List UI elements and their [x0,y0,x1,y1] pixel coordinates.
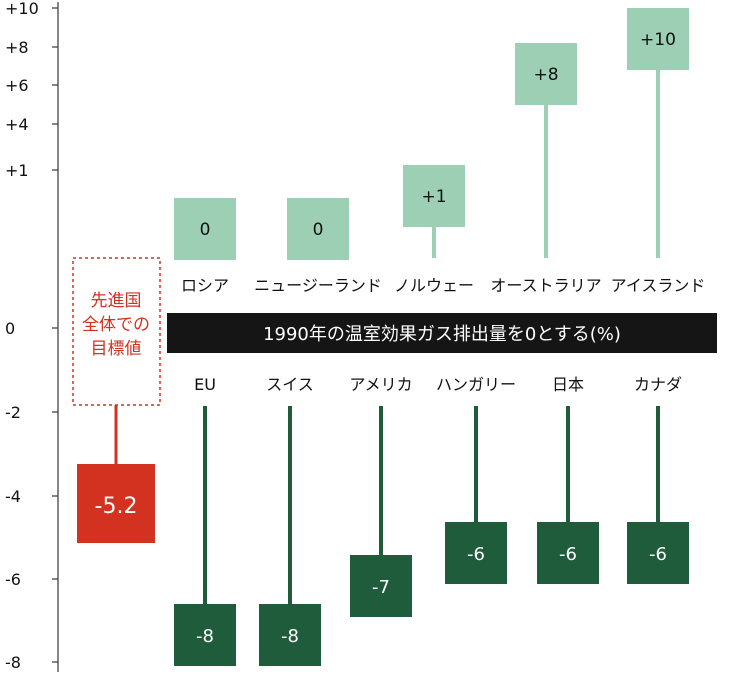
data-label: -6 [649,544,667,565]
y-tick-label: +4 [5,115,29,134]
bar-box [174,604,236,666]
bar-box [627,8,689,70]
target-label-line: 目標値 [91,339,142,359]
target-value-label: -5.2 [95,494,138,519]
bar-box [259,604,321,666]
category-label: アイスランド [611,276,706,295]
bar-box [287,198,349,260]
bar-box [537,522,599,584]
data-label: 0 [200,220,211,240]
bar-box [445,522,507,584]
category-label: スイス [266,375,314,394]
bar-box [627,522,689,584]
category-label: 日本 [552,375,584,394]
y-tick-label: -6 [5,570,21,589]
category-label: EU [194,375,216,394]
category-label: ノルウェー [394,276,474,295]
y-tick-label: +6 [5,76,29,95]
data-label: -8 [196,626,214,647]
chart-title: 1990年の温室効果ガス排出量を0とする(%) [263,324,621,345]
data-label: -8 [281,626,299,647]
data-label: -7 [372,577,390,598]
title-banner [167,313,717,353]
y-tick-label: +1 [5,161,29,180]
target-box [77,464,155,543]
y-tick-label: -8 [5,653,21,672]
target-label-line: 先進国 [91,291,142,311]
data-label: +8 [533,65,558,85]
bar-box [515,43,577,105]
y-tick-label: -4 [5,487,21,506]
bar-box [403,165,465,227]
category-label: ニュージーランド [254,276,382,295]
category-label: オーストラリア [490,276,601,295]
data-label: 0 [313,220,324,240]
y-tick-label: +8 [5,38,29,57]
y-tick-label: 0 [5,319,15,338]
category-label: ハンガリー [436,375,516,394]
data-label: +1 [421,187,446,207]
data-label: -6 [467,544,485,565]
data-label: -6 [559,544,577,565]
bar-box [174,198,236,260]
y-tick-label: +10 [5,0,39,18]
bar-box [350,555,412,617]
category-label: カナダ [634,375,682,394]
y-tick-label: -2 [5,403,21,422]
category-label: ロシア [181,276,229,295]
target-label-line: 全体での [82,315,150,335]
data-label: +10 [640,30,676,50]
category-label: アメリカ [349,375,412,394]
